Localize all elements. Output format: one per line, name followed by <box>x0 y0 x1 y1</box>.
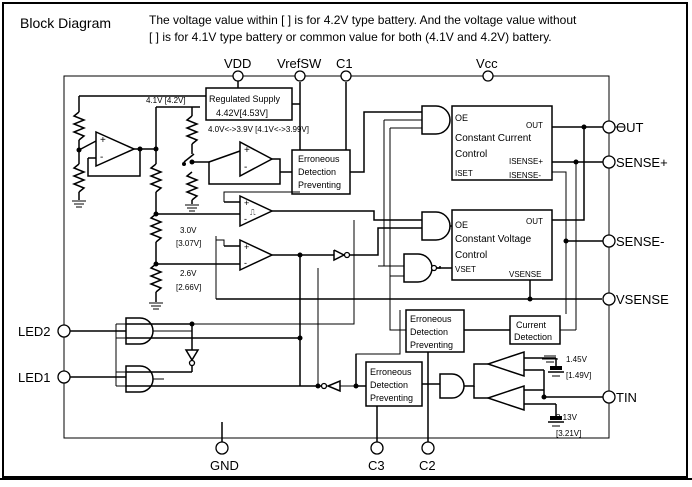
comparator-3v <box>239 238 274 272</box>
opamp-buffer <box>95 130 136 168</box>
and-gate-cc <box>421 105 451 135</box>
block-diagram-frame: Block Diagram The voltage value within [… <box>2 2 688 478</box>
label-3v: 3.0V <box>180 226 197 235</box>
ic-boundary <box>63 75 610 439</box>
switch-voltage-label: 4.1V [4.2V] <box>146 96 186 105</box>
label-3-13v: 3.13V <box>556 413 578 422</box>
and-gate-vset <box>403 253 433 283</box>
svg-text:Current: Current <box>516 320 547 330</box>
svg-text:Preventing: Preventing <box>410 340 453 350</box>
svg-text:Erroneous: Erroneous <box>298 154 340 164</box>
pin-label-out: OUT <box>616 120 644 135</box>
svg-text:Constant Voltage: Constant Voltage <box>455 234 532 245</box>
erroneous-detection-bottom <box>365 361 423 407</box>
comparator-low <box>485 350 525 378</box>
pin-gnd <box>215 441 229 455</box>
svg-text:VSET: VSET <box>455 265 476 274</box>
regulated-supply-label: Regulated Supply <box>209 94 281 104</box>
svg-text:Erroneous: Erroneous <box>410 314 452 324</box>
bottom-rule <box>0 478 692 480</box>
pin-label-sense-plus: SENSE+ <box>616 155 668 170</box>
svg-text:Detection: Detection <box>514 332 552 342</box>
and-gate-led1 <box>125 365 154 393</box>
pin-vsense <box>602 292 616 306</box>
svg-text:+: + <box>244 242 249 252</box>
svg-text:Detection: Detection <box>298 167 336 177</box>
range-label: 4.0V<->3.9V [4.1V<->3.99V] <box>208 125 309 134</box>
constant-current-control-block <box>451 105 553 181</box>
svg-text:ISENSE-: ISENSE- <box>509 171 541 180</box>
label-1-45v-bracket: [1.49V] <box>566 371 591 380</box>
svg-text:VSENSE: VSENSE <box>509 270 541 279</box>
pin-c2 <box>421 441 435 455</box>
svg-text:+: + <box>100 135 106 146</box>
pin-label-c3: C3 <box>368 458 385 473</box>
voltage-note-line1: The voltage value within [ ] is for 4.2V… <box>149 13 577 27</box>
pin-c1 <box>340 70 352 82</box>
pin-vrefsw <box>294 70 306 82</box>
voltage-note-line2: [ ] is for 4.1V type battery or common v… <box>149 30 552 44</box>
pin-label-vsense: VSENSE <box>616 292 669 307</box>
svg-text:+: + <box>244 145 250 156</box>
svg-text:Control: Control <box>455 250 487 261</box>
opamp-ref <box>239 140 274 178</box>
and-gate-led2 <box>125 317 154 345</box>
label-2-6v-bracket: [2.66V] <box>176 283 201 292</box>
schmitt-comparator <box>239 194 274 228</box>
label-1-45v: 1.45V <box>566 355 588 364</box>
svg-text:+: + <box>244 198 249 208</box>
pin-tin <box>602 390 616 404</box>
pin-vcc <box>482 70 494 82</box>
svg-text:Constant Current: Constant Current <box>455 133 531 144</box>
svg-text:OE: OE <box>455 220 468 230</box>
svg-text:-: - <box>244 162 247 173</box>
pin-label-c2: C2 <box>419 458 436 473</box>
comparator-high <box>485 384 525 412</box>
svg-text:OUT: OUT <box>526 121 543 130</box>
label-3-13v-bracket: [3.21V] <box>556 429 581 438</box>
pin-label-led1: LED1 <box>18 370 51 385</box>
label-3v-bracket: [3.07V] <box>176 239 201 248</box>
pin-vdd <box>232 70 244 82</box>
pin-label-led2: LED2 <box>18 324 51 339</box>
block-diagram: Block Diagram The voltage value within [… <box>18 13 669 473</box>
svg-text:ISET: ISET <box>455 169 473 178</box>
pin-out <box>602 120 616 134</box>
svg-text:OE: OE <box>455 113 468 123</box>
svg-text:ISENSE+: ISENSE+ <box>509 157 543 166</box>
svg-text:Control: Control <box>455 149 487 160</box>
label-2-6v: 2.6V <box>180 269 197 278</box>
pin-sense-plus <box>602 155 616 169</box>
diagram-title: Block Diagram <box>20 15 111 31</box>
svg-text:Preventing: Preventing <box>370 393 413 403</box>
pin-led2 <box>57 324 71 338</box>
and-gate-tin <box>439 373 465 399</box>
pin-led1 <box>57 370 71 384</box>
svg-text:Detection: Detection <box>410 327 448 337</box>
pin-label-gnd: GND <box>210 458 239 473</box>
regulated-supply-block <box>205 87 293 121</box>
svg-text:Erroneous: Erroneous <box>370 367 412 377</box>
pin-sense-minus <box>602 234 616 248</box>
svg-text:⎍: ⎍ <box>250 208 256 217</box>
svg-text:OUT: OUT <box>526 217 543 226</box>
pin-label-vrefsw: VrefSW <box>277 56 322 71</box>
svg-text:-: - <box>100 152 103 163</box>
pin-c3 <box>370 441 384 455</box>
svg-text:Detection: Detection <box>370 380 408 390</box>
pin-label-tin: TIN <box>616 390 637 405</box>
svg-text:-: - <box>244 214 247 224</box>
svg-text:Preventing: Preventing <box>298 180 341 190</box>
pin-label-vdd: VDD <box>224 56 251 71</box>
regulated-supply-voltage: 4.42V[4.53V] <box>216 108 268 118</box>
constant-voltage-control-block <box>451 209 553 281</box>
pin-label-c1: C1 <box>336 56 353 71</box>
and-gate-cv <box>421 211 451 241</box>
erroneous-detection-mid <box>405 309 465 353</box>
pin-label-vcc: Vcc <box>476 56 498 71</box>
svg-text:-: - <box>244 258 247 268</box>
pin-label-sense-minus: SENSE- <box>616 234 664 249</box>
